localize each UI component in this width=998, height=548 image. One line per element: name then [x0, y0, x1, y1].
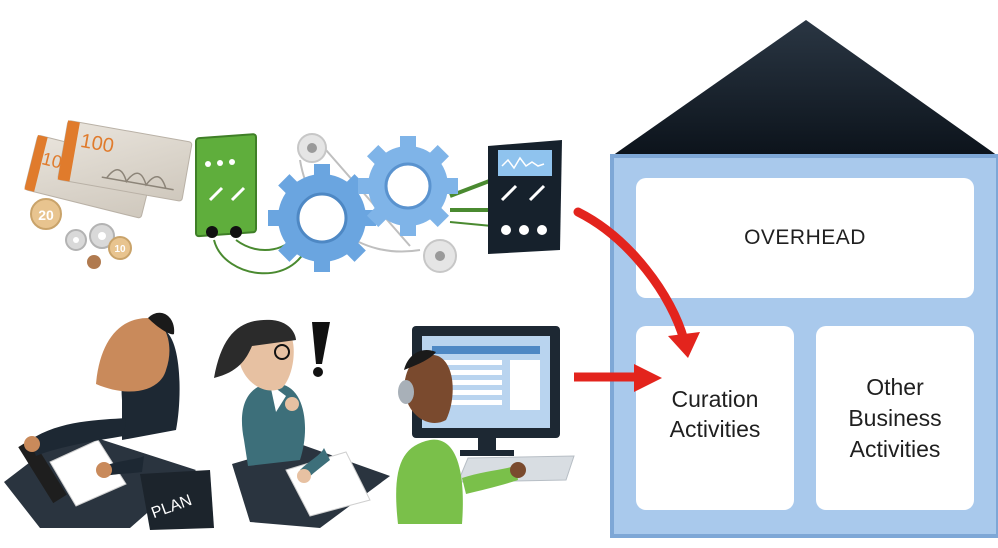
house-roof — [612, 20, 998, 156]
exclamation-mark-icon — [312, 322, 330, 377]
coin-gold-value: 20 — [38, 207, 54, 223]
machine-illustration — [196, 134, 562, 273]
curation-activities-label: Curation Activities — [640, 384, 790, 444]
green-control-panel — [196, 134, 256, 238]
people-illustration: PLAN — [4, 313, 574, 530]
money-illustration: 100 10 20 10 — [24, 120, 192, 269]
other-business-activities-label: Other Business Activities — [820, 372, 970, 465]
dark-control-panel — [488, 140, 562, 254]
coin-bronze — [87, 255, 101, 269]
overhead-label: OVERHEAD — [640, 226, 970, 250]
coin-small-value: 10 — [114, 244, 126, 255]
waveform-screen — [498, 150, 552, 176]
gear-right — [358, 136, 458, 236]
